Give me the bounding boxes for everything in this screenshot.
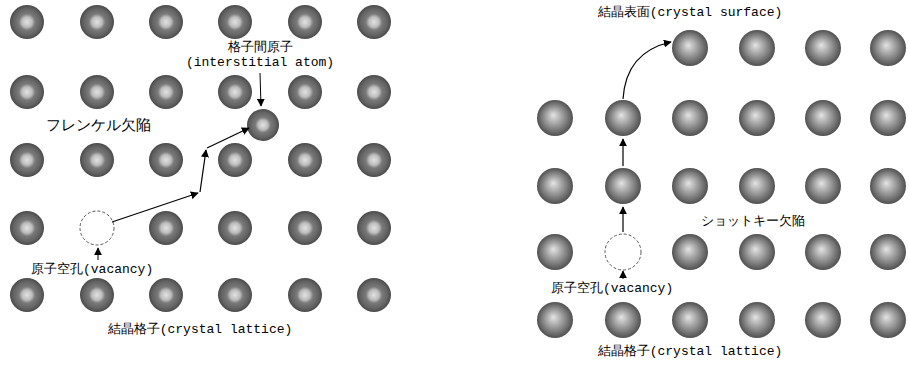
atom-circle	[357, 211, 391, 245]
atom-circle	[218, 211, 252, 245]
atom-circle	[149, 5, 183, 39]
atom-circle	[80, 143, 114, 177]
atom-circle	[10, 75, 44, 109]
atom-circle	[288, 211, 322, 245]
atom-circle	[357, 278, 391, 312]
atom-circle	[805, 100, 841, 136]
atom-circle	[805, 234, 841, 270]
path-arrow	[112, 193, 198, 222]
leader-arrow	[623, 271, 624, 279]
path-arrow	[200, 150, 206, 192]
atom-group	[10, 5, 906, 338]
atom-circle	[288, 75, 322, 109]
defect-name: フレンケル欠陥	[45, 119, 152, 134]
atom-circle	[288, 278, 322, 312]
atom-circle	[80, 75, 114, 109]
caption-label: 結晶格子(crystal lattice)	[597, 344, 784, 359]
path-arrow	[207, 128, 249, 148]
atom-circle	[218, 143, 252, 177]
atom-circle	[739, 168, 775, 204]
path-arrow	[622, 139, 623, 166]
atom-circle	[357, 5, 391, 39]
atom-circle	[605, 168, 641, 204]
atom-circle	[739, 100, 775, 136]
callout-label: 原子空孔(vacancy)	[30, 262, 154, 277]
atom-circle	[10, 143, 44, 177]
atom-circle	[672, 168, 708, 204]
atom-circle	[288, 5, 322, 39]
atom-circle	[870, 100, 906, 136]
atom-circle	[672, 234, 708, 270]
callout-label: 格子間原子 (interstitial atom)	[179, 40, 341, 70]
atom-circle	[870, 302, 906, 338]
atom-circle	[218, 75, 252, 109]
atom-circle	[149, 211, 183, 245]
atom-circle	[149, 143, 183, 177]
atom-circle	[10, 5, 44, 39]
atom-circle	[870, 168, 906, 204]
atom-circle	[672, 100, 708, 136]
atom-circle	[805, 302, 841, 338]
atom-circle	[605, 100, 641, 136]
leader-arrow	[260, 73, 261, 106]
atom-circle	[870, 234, 906, 270]
atom-circle	[80, 278, 114, 312]
atom-circle	[870, 30, 906, 66]
atom-circle	[672, 30, 708, 66]
atom-circle	[605, 302, 641, 338]
atom-circle	[10, 211, 44, 245]
atom-circle	[537, 100, 573, 136]
atom-circle	[739, 30, 775, 66]
atom-circle	[537, 168, 573, 204]
atom-circle	[357, 143, 391, 177]
atom-circle	[805, 168, 841, 204]
atom-circle	[288, 143, 322, 177]
path-arrow	[622, 207, 623, 232]
atom-circle	[218, 5, 252, 39]
leader-arrow	[98, 248, 99, 260]
path-arrow	[623, 42, 671, 99]
atom-circle	[10, 278, 44, 312]
atom-circle	[739, 234, 775, 270]
atom-circle	[149, 278, 183, 312]
atom-circle	[357, 75, 391, 109]
atom-circle	[672, 302, 708, 338]
atom-circle	[149, 75, 183, 109]
caption-label: 結晶格子(crystal lattice)	[107, 322, 294, 337]
atom-circle	[805, 30, 841, 66]
defect-name: ショットキー欠陥	[700, 214, 806, 229]
atom-circle	[80, 5, 114, 39]
vacancy-circle	[80, 211, 114, 245]
atom-circle	[739, 302, 775, 338]
vacancy-circle	[605, 234, 641, 270]
callout-label: 結晶表面(crystal surface)	[597, 5, 784, 20]
callout-label: 原子空孔(vacancy)	[550, 281, 674, 296]
atom-circle	[247, 109, 279, 141]
atom-circle	[537, 234, 573, 270]
atom-circle	[218, 278, 252, 312]
atom-circle	[537, 302, 573, 338]
